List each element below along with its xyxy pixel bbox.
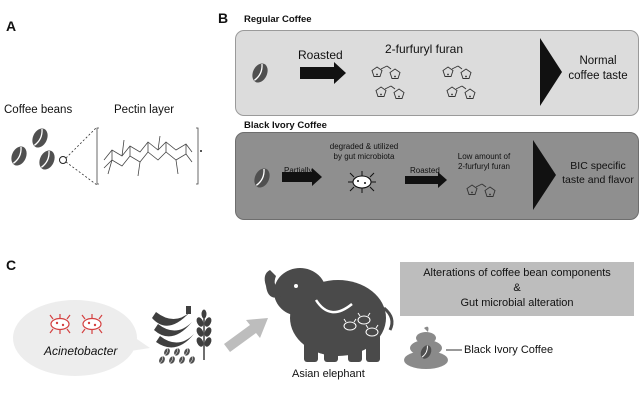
elephant-icon bbox=[264, 268, 394, 362]
wheat-icon bbox=[196, 309, 212, 360]
bic-result-label: BIC specific taste and flavor bbox=[562, 160, 634, 186]
coffee-beans-label: Coffee beans bbox=[4, 104, 73, 116]
bic-arrow-2 bbox=[405, 172, 447, 188]
dung-icon bbox=[404, 326, 448, 369]
microbe-icon bbox=[343, 312, 379, 337]
bic-compound-label: Low amount of 2-furfuryl furan bbox=[457, 152, 511, 171]
panel-c-letter: C bbox=[6, 257, 17, 273]
bic-partially-label: Partially bbox=[284, 166, 313, 175]
regular-coffee-title: Regular Coffee bbox=[244, 14, 312, 25]
bic-arrow-1 bbox=[282, 168, 322, 186]
microbe-icon bbox=[348, 171, 376, 193]
feeding-arrow bbox=[224, 318, 268, 352]
regular-result-label: Normal coffee taste bbox=[568, 55, 628, 82]
pectin-layer-label: Pectin layer bbox=[114, 104, 175, 116]
acinetobacter-label: Acinetobacter bbox=[44, 344, 118, 358]
alterations-label: Alterations of coffee bean components & … bbox=[423, 267, 611, 309]
bic-label: Black Ivory Coffee bbox=[464, 344, 554, 356]
bic-result-chevron bbox=[533, 140, 556, 210]
panel-b-letter: B bbox=[218, 10, 229, 26]
alterations-box bbox=[400, 262, 634, 316]
regular-result-chevron bbox=[540, 38, 562, 106]
speech-bubble bbox=[13, 300, 150, 376]
elephant-label: Asian elephant bbox=[292, 368, 365, 380]
regular-arrow bbox=[300, 62, 346, 84]
panel-a-letter: A bbox=[6, 18, 17, 34]
regular-compound-label: 2-furfuryl furan bbox=[385, 42, 464, 56]
pectin-structure-icon bbox=[96, 127, 199, 185]
bic-title: Black Ivory Coffee bbox=[244, 120, 327, 131]
bic-roasted-label: Roasted bbox=[410, 166, 440, 175]
regular-roasted-label: Roasted bbox=[298, 48, 343, 62]
bic-degraded-label: degraded & utilized by gut microbiota bbox=[329, 142, 399, 161]
banana-icon bbox=[152, 306, 194, 348]
bacteria-icon bbox=[49, 314, 103, 334]
coffee-bean-icon bbox=[157, 347, 197, 365]
